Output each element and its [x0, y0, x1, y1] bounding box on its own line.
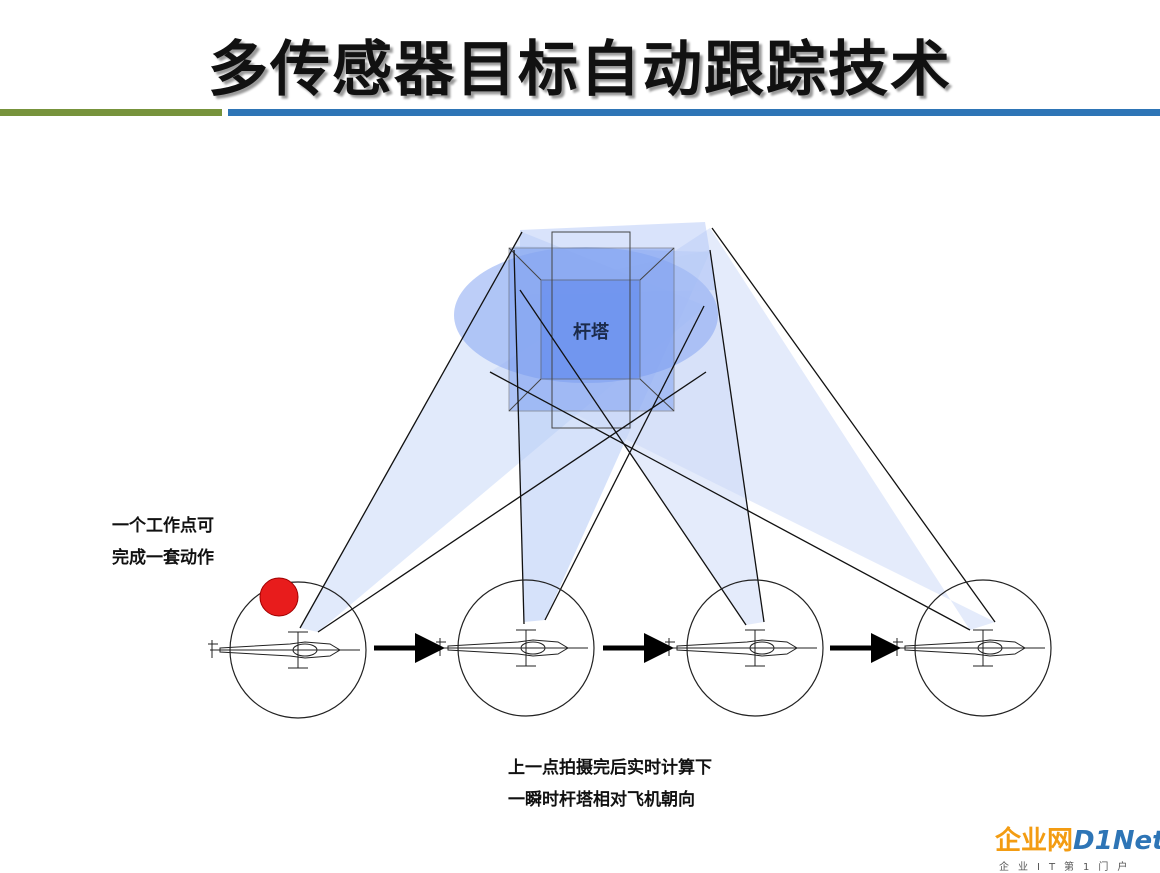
beam-line — [709, 249, 765, 623]
tower-vertical-box — [551, 231, 631, 429]
tower-label: 杆塔 — [573, 321, 610, 343]
logo-subtitle: 企业IT第1门户 — [999, 862, 1137, 873]
beam-line — [299, 231, 523, 629]
note-line: 一个工作点可 — [112, 516, 214, 536]
tower-edge — [639, 247, 675, 281]
work-point-marker — [259, 577, 299, 617]
note-line: 一瞬时杆塔相对飞机朝向 — [508, 790, 695, 810]
tower-edge — [639, 378, 675, 412]
work-point-note: 一个工作点可 完成一套动作 — [112, 510, 214, 574]
helicopters — [208, 629, 1045, 669]
helicopter-icon — [665, 629, 817, 667]
beam-lines — [299, 227, 996, 633]
logo-mark: 企业网D1Net — [995, 826, 1160, 856]
logo-cn: 企业网 — [995, 826, 1074, 856]
orientation-note: 上一点拍摄完后实时计算下 一瞬时杆塔相对飞机朝向 — [508, 752, 712, 816]
logo-en: D1Net — [1073, 826, 1160, 856]
title-underline-green — [0, 109, 222, 116]
beam-line — [519, 289, 747, 626]
note-line: 上一点拍摄完后实时计算下 — [508, 758, 712, 778]
page-title: 多传感器目标自动跟踪技术 — [208, 35, 952, 105]
tower: 杆塔 — [454, 222, 718, 429]
beam-line — [544, 305, 705, 621]
tower-edge — [508, 378, 542, 412]
helicopter-icon — [208, 631, 360, 669]
note-line: 完成一套动作 — [112, 548, 214, 568]
beam-line — [489, 371, 971, 631]
beam-line — [317, 371, 707, 633]
title-underline-blue — [228, 109, 1160, 116]
tower-top-glow — [520, 222, 716, 295]
beam-line — [711, 227, 996, 623]
beam-line — [513, 249, 525, 625]
tower-inner-box — [540, 279, 641, 380]
d1net-logo: 企业网D1Net 企业IT第1门户 — [995, 826, 1160, 873]
